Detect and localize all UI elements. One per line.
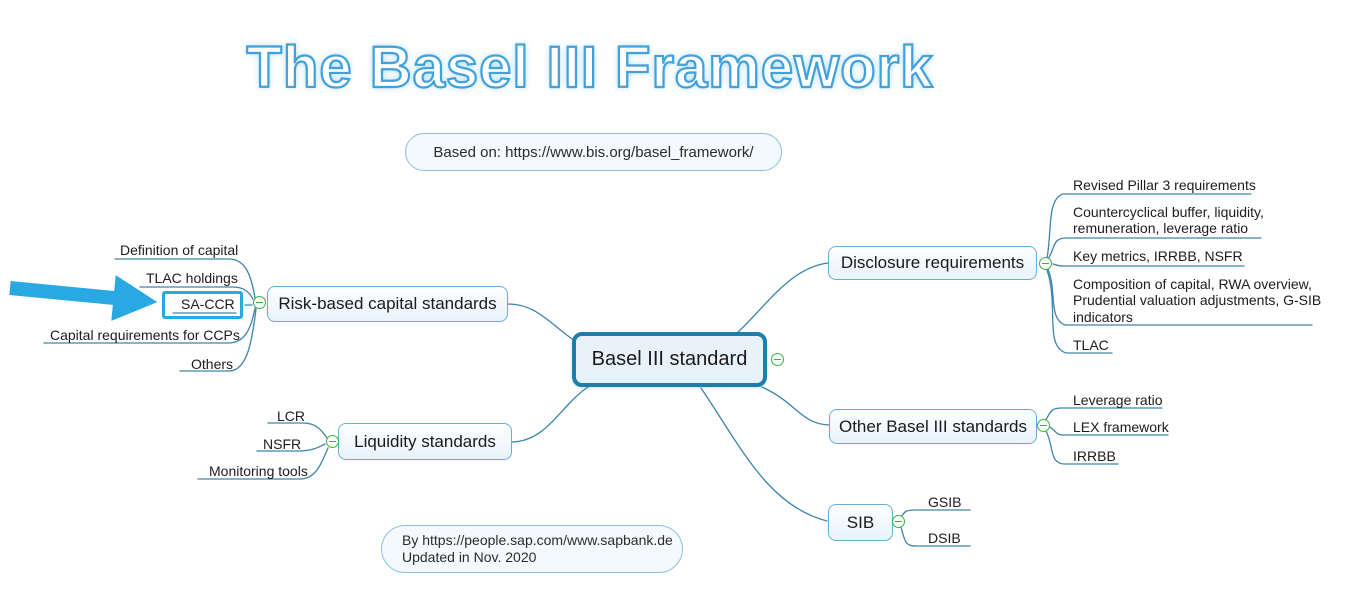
minus-bar [895,520,902,523]
source-bubble-text: Based on: https://www.bis.org/basel_fram… [433,143,754,161]
page-title: The Basel III Framework [245,34,934,101]
collapse-minus-icon[interactable] [771,353,784,366]
branch-node-liquidity-standards[interactable]: Liquidity standards [338,423,512,460]
leaf-irrbb[interactable]: IRRBB [1073,448,1116,464]
leaf-monitoring-tools[interactable]: Monitoring tools [209,463,308,479]
leaf-tlac[interactable]: TLAC [1073,337,1109,353]
root-node-basel-iii-standard[interactable]: Basel III standard [572,332,767,387]
collapse-minus-icon[interactable] [1037,419,1050,432]
leaf-others[interactable]: Others [191,356,234,372]
source-bubble[interactable]: Based on: https://www.bis.org/basel_fram… [405,133,782,171]
minus-bar [1040,424,1047,427]
credit-line-1: By https://people.sap.com/www.sapbank.de [402,532,673,548]
leaf-composition-of-capital[interactable]: Composition of capital, RWA overview, Pr… [1073,276,1322,325]
branch-node-label: Disclosure requirements [840,253,1025,272]
branch-node-label: SIB [846,512,875,532]
branch-node-risk-based-capital-standards[interactable]: Risk-based capital standards [267,286,508,322]
branch-curves [43,193,1313,547]
collapse-minus-icon[interactable] [326,435,339,448]
sa-ccr-highlight-box [162,291,243,319]
minus-bar [774,358,781,361]
branch-node-other-basel-iii-standards[interactable]: Other Basel III standards [829,409,1037,444]
branch-node-label: Liquidity standards [354,431,496,451]
leaf-countercyclical-buffer[interactable]: Countercyclical buffer, liquidity, remun… [1073,204,1264,237]
branch-node-label: Risk-based capital standards [278,294,497,313]
root-node-label: Basel III standard [591,348,748,370]
leaf-tlac-holdings[interactable]: TLAC holdings [146,270,238,286]
leaf-nsfr[interactable]: NSFR [263,436,302,452]
leaf-definition-of-capital[interactable]: Definition of capital [120,242,239,258]
leaf-sa-ccr[interactable]: SA-CCR [181,296,235,312]
minus-bar [1042,262,1049,265]
collapse-minus-icon[interactable] [253,296,266,309]
leaf-lcr[interactable]: LCR [277,408,306,424]
leaf-revised-pillar-3[interactable]: Revised Pillar 3 requirements [1073,177,1256,193]
pointer-arrow-icon [9,275,158,321]
minus-bar [256,301,263,304]
leaf-lex-framework[interactable]: LEX framework [1073,419,1169,435]
branch-node-sib[interactable]: SIB [828,504,893,541]
branch-node-label: Other Basel III standards [838,416,1028,436]
collapse-minus-icon[interactable] [1039,257,1052,270]
branch-node-disclosure-requirements[interactable]: Disclosure requirements [828,246,1037,280]
collapse-minus-icon[interactable] [892,515,905,528]
leaf-leverage-ratio[interactable]: Leverage ratio [1073,392,1163,408]
credit-line-2: Updated in Nov. 2020 [402,549,537,565]
leaf-gsib[interactable]: GSIB [928,494,962,510]
credit-bubble[interactable]: By https://people.sap.com/www.sapbank.de… [381,525,683,573]
leaf-dsib[interactable]: DSIB [928,530,961,546]
leaf-capital-requirements-for-ccps[interactable]: Capital requirements for CCPs [50,327,240,343]
minus-bar [329,440,336,443]
leaf-key-metrics-irrbb-nsfr[interactable]: Key metrics, IRRBB, NSFR [1073,248,1243,264]
